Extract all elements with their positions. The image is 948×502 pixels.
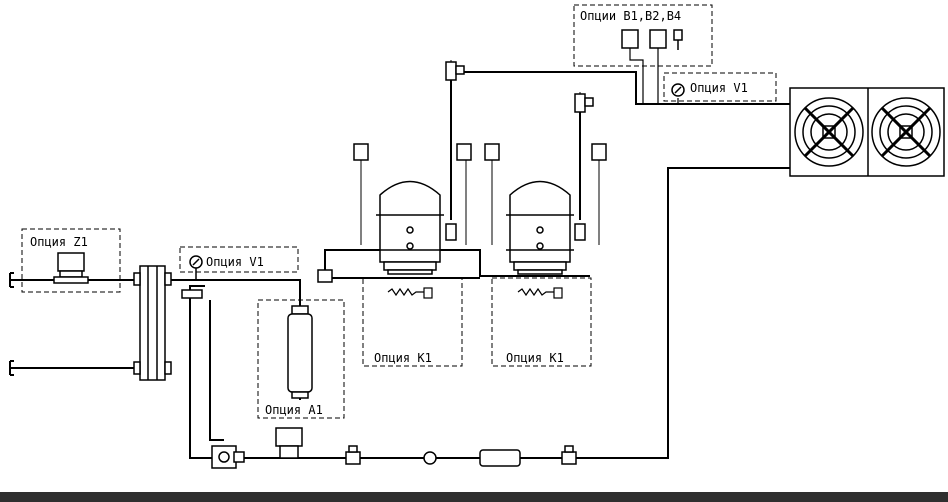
option-v1-right-label: Опция V1 (690, 81, 748, 95)
option-v1-left-label: Опция V1 (206, 255, 264, 269)
option-k1-right-label: Опция K1 (506, 351, 564, 365)
fitting-icon (181, 289, 203, 299)
condenser-icon (789, 87, 945, 177)
gauge-icon (189, 255, 203, 280)
valve-icon (345, 445, 577, 465)
heater-icon (387, 287, 424, 297)
option-k1-left-label: Опция K1 (374, 351, 432, 365)
fan-icon (871, 97, 941, 167)
option-a1-label: Опция A1 (265, 403, 323, 417)
option-z1-box (21, 228, 121, 293)
compressor-icon (506, 180, 574, 275)
discharge-line-1 (450, 71, 790, 220)
flow-switch-icon (53, 252, 89, 284)
option-b-box (573, 4, 713, 67)
switch-wire-b1 (629, 48, 644, 104)
riser-line (209, 300, 224, 441)
heater-icon (517, 287, 554, 297)
option-z1-label: Опция Z1 (30, 235, 88, 249)
solenoid-valve-icon (275, 427, 303, 459)
option-b-label: Опции B1,B2,B4 (580, 9, 682, 23)
compressor-icon (376, 180, 444, 275)
option-v1-right-box (663, 72, 777, 102)
gauge-icon (671, 83, 685, 97)
fan-icon (794, 97, 864, 167)
expansion-valve-icon (211, 445, 245, 469)
header-line (324, 249, 590, 278)
option-k1-left-box (362, 277, 463, 367)
option-a1-box (257, 299, 345, 419)
sight-glass-icon (423, 451, 437, 465)
option-k1-right-box (491, 277, 592, 367)
bottom-bar (0, 492, 948, 502)
option-v1-left-box (179, 246, 299, 273)
pressure-switch-icon (353, 29, 683, 161)
heat-exchanger-icon (133, 265, 172, 381)
valve-icon (317, 61, 594, 283)
suction-line (165, 279, 301, 312)
receiver-icon (287, 305, 313, 399)
return-line-left (189, 285, 205, 459)
filter-drier-icon (479, 449, 521, 467)
